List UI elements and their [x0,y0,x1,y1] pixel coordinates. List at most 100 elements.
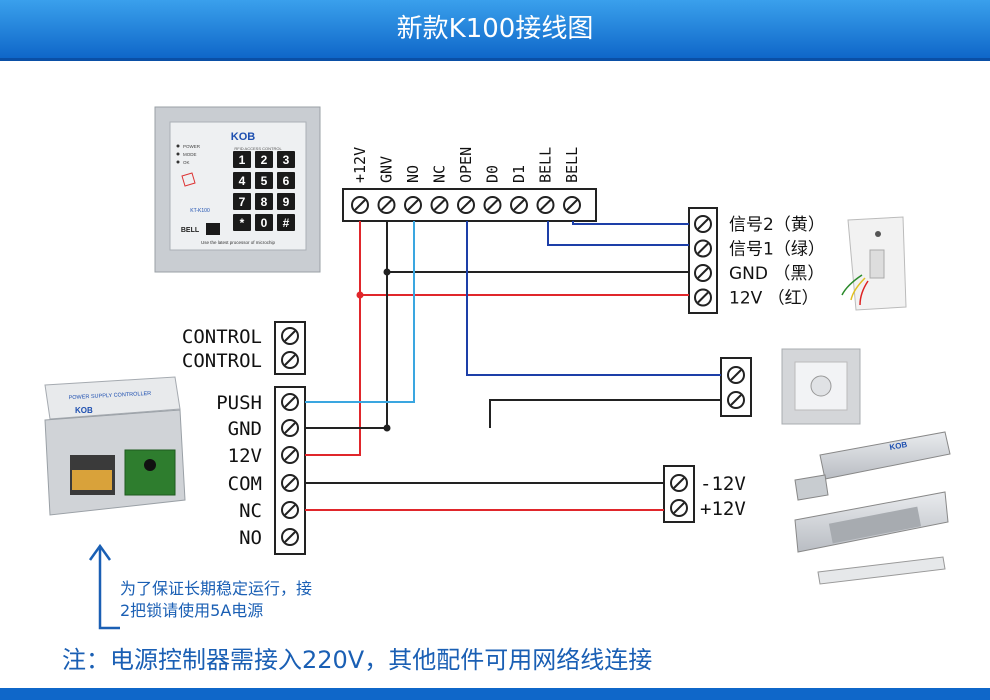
doorbell-device [841,216,907,311]
footer-note: 注：电源控制器需接入220V，其他配件可用网络线连接 [62,646,653,674]
top-terminal-screw [536,196,555,214]
top-terminal-label: OPEN [457,147,475,183]
top-terminal-screw [457,196,475,214]
top-terminal-screw [430,196,449,214]
control-terminal-label: CONTROL [182,350,262,372]
svg-text:3: 3 [283,153,290,167]
control-terminal-screw [281,351,299,369]
keypad-key: 4 [233,172,251,189]
exit-button-terminal-block [720,357,752,417]
psu-terminal-label: GND [228,418,262,440]
top-terminal-label: BELL [563,147,581,183]
psu-terminal-label: NO [239,527,262,549]
keypad-model: KT-K100 [190,208,210,214]
psu-terminal-label: NC [239,500,262,522]
svg-text:4: 4 [239,174,246,188]
bottom-bar [0,688,990,700]
lock-terminal-block: -12V +12V [663,465,746,523]
wires [305,221,721,511]
lock-note-line-1: 为了保证长期稳定运行，接 [120,579,313,598]
keypad-key: 8 [255,193,273,210]
keypad-led-label: OK [183,160,190,165]
lock-power-note: 为了保证长期稳定运行，接 2把锁请使用5A电源 [120,578,312,622]
doorbell-terminal-screw [694,288,712,307]
keypad-bell-label: BELL [181,227,200,234]
keypad-key: # [277,214,295,231]
top-terminal-screw [377,196,396,214]
psu-terminal-screw [281,528,299,546]
page-title: 新款K100接线图 [396,14,594,44]
keypad-subtitle: RFID ACCESS CONTROL [234,146,282,151]
svg-text:6: 6 [283,174,290,188]
doorbell-terminal-label: 12V （红） [729,289,819,309]
top-terminal-label: GNV [378,156,396,183]
keypad-key: 5 [255,172,273,189]
top-terminal-label: NO [404,165,422,183]
power-supply-device: POWER SUPPLY CONTROLLER KOB [44,376,186,516]
keypad-brand: KOB [231,131,256,143]
psu-terminal-label: COM [228,473,262,495]
top-terminal-block: +12V GNV NO NC OPEN D0 D1 BELL BELL [342,147,597,222]
keypad-key: * [233,214,251,231]
lock-brand: KOB [889,440,908,452]
doorbell-terminal-screw [694,239,712,258]
psu-terminal-screw [281,501,299,519]
title-bar [0,0,990,61]
up-arrow-icon [88,543,120,630]
doorbell-terminal-block: 信号2（黄） 信号1（绿） GND （黑） 12V （红） [688,207,825,314]
top-terminal-label: NC [431,165,449,183]
psu-terminal-label: PUSH [216,392,262,414]
doorbell-terminal-label: 信号2（黄） [729,215,825,235]
doorbell-terminal-label: 信号1（绿） [729,240,825,260]
keypad-key: 3 [277,151,295,168]
keypad-key: 2 [255,151,273,168]
svg-text:#: # [283,216,290,230]
lock-note-line-2: 2把锁请使用5A电源 [120,601,264,620]
lock-terminal-label: +12V [700,498,746,520]
doorbell-terminal-screw [694,215,712,233]
svg-text:9: 9 [283,195,290,209]
keypad-led-label: POWER [183,144,201,149]
psu-terminal-screw [281,393,299,411]
control-terminal-label: CONTROL [182,326,262,348]
svg-text:*: * [240,216,245,230]
psu-label: POWER SUPPLY CONTROLLER [69,391,152,401]
svg-text:2: 2 [261,153,268,167]
svg-text:8: 8 [261,195,268,209]
svg-text:7: 7 [239,195,246,209]
keypad-key: 1 [233,151,251,168]
top-terminal-label: BELL [537,147,555,183]
svg-text:0: 0 [261,216,268,230]
top-terminal-screw [510,196,528,214]
keypad-key: 6 [277,172,295,189]
top-terminal-label: +12V [351,147,369,183]
exit-button-device [781,348,861,425]
top-terminal-screw [351,196,369,214]
psu-terminal-label: 12V [228,445,262,467]
doorbell-terminal-label: GND （黑） [729,264,824,284]
keypad-key: 7 [233,193,251,210]
psu-terminal-screw [281,446,299,464]
keypad-footer: Use the latest processor of microchip [201,240,276,245]
control-terminal-screw [281,327,299,345]
psu-terminal-block: PUSH GND 12V COM NC NO [216,386,306,555]
bell-icon [206,223,220,235]
electric-lock-devices: KOB [794,431,951,585]
keypad-key: 9 [277,193,295,210]
lock-terminal-label: -12V [700,473,746,495]
psu-terminal-screw [281,419,299,437]
psu-terminal-screw [281,474,299,492]
psu-brand: KOB [75,406,93,415]
keypad-key: 0 [255,214,273,231]
top-terminal-screw [483,196,502,214]
svg-text:1: 1 [239,153,246,167]
doorbell-terminal-screw [694,264,712,282]
top-terminal-label: D0 [484,165,502,183]
top-terminal-label: D1 [510,165,528,183]
keypad-device: KOB RFID ACCESS CONTROL POWER MODE OK 1 2 3 4… [154,106,321,273]
svg-text:5: 5 [261,174,268,188]
keypad-led-label: MODE [183,152,197,157]
top-terminal-screw [563,196,581,214]
